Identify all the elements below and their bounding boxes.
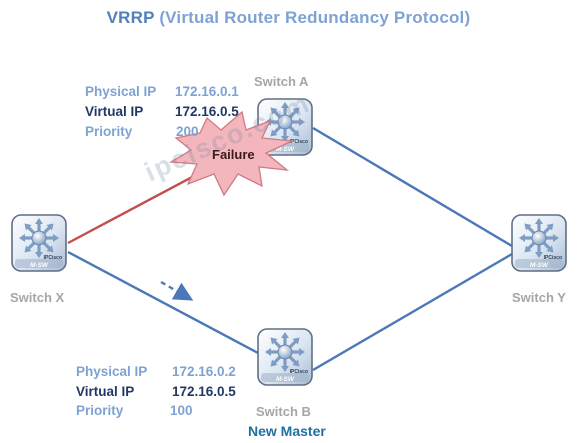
switch-a-virtual-ip-label: Virtual IP <box>85 104 144 119</box>
switch-b-priority-value: 100 <box>170 403 193 418</box>
link-switch-x-to-switch-b <box>67 250 259 355</box>
explosion-burst-icon: Failure <box>168 110 295 197</box>
switch-b-label: Switch B <box>256 404 311 419</box>
switch-x-label: Switch X <box>10 290 65 305</box>
switch-x-badge: M-SW <box>30 262 49 269</box>
new-master-label: New Master <box>248 423 326 439</box>
switch-b-icon: M-SW IPCisco <box>256 327 314 387</box>
switch-y-badge: M-SW <box>530 262 549 269</box>
switch-a-brand: IPCisco <box>290 139 308 145</box>
switch-a-priority-label: Priority <box>85 124 133 139</box>
switch-b-physical-ip-label: Physical IP <box>76 364 148 379</box>
switch-b-physical-ip-value: 172.16.0.2 <box>172 364 236 379</box>
switch-a-virtual-ip-value: 172.16.0.5 <box>175 104 239 119</box>
switch-b-virtual-ip-value: 172.16.0.5 <box>172 384 236 399</box>
switch-a-icon: M-SW IPCisco <box>256 97 314 157</box>
diagram-title: VRRP (Virtual Router Redundancy Protocol… <box>0 8 577 28</box>
title-expansion: (Virtual Router Redundancy Protocol) <box>159 8 471 27</box>
failure-label: Failure <box>212 147 255 162</box>
switch-b-priority-label: Priority <box>76 403 124 418</box>
switch-y-brand: IPCisco <box>544 255 562 261</box>
link-switch-b-to-switch-y <box>312 252 513 372</box>
switch-x-brand: IPCisco <box>44 255 62 261</box>
switch-a-physical-ip-value: 172.16.0.1 <box>175 84 239 99</box>
switch-b-badge: M-SW <box>276 376 295 383</box>
link-switch-a-to-switch-y <box>312 126 513 248</box>
switch-a-physical-ip-label: Physical IP <box>85 84 157 99</box>
switch-a-label: Switch A <box>254 74 309 89</box>
switch-x-icon: M-SW IPCisco <box>10 213 68 273</box>
switch-b-virtual-ip-label: Virtual IP <box>76 384 135 399</box>
dashed-arrow-icon <box>160 280 194 301</box>
switch-a-priority-value: 200 <box>176 124 199 139</box>
switch-a-badge: M-SW <box>276 146 295 153</box>
title-vrrp: VRRP <box>106 8 155 27</box>
switch-b-brand: IPCisco <box>290 369 308 375</box>
switch-y-label: Switch Y <box>512 290 566 305</box>
switch-y-icon: M-SW IPCisco <box>510 213 568 273</box>
